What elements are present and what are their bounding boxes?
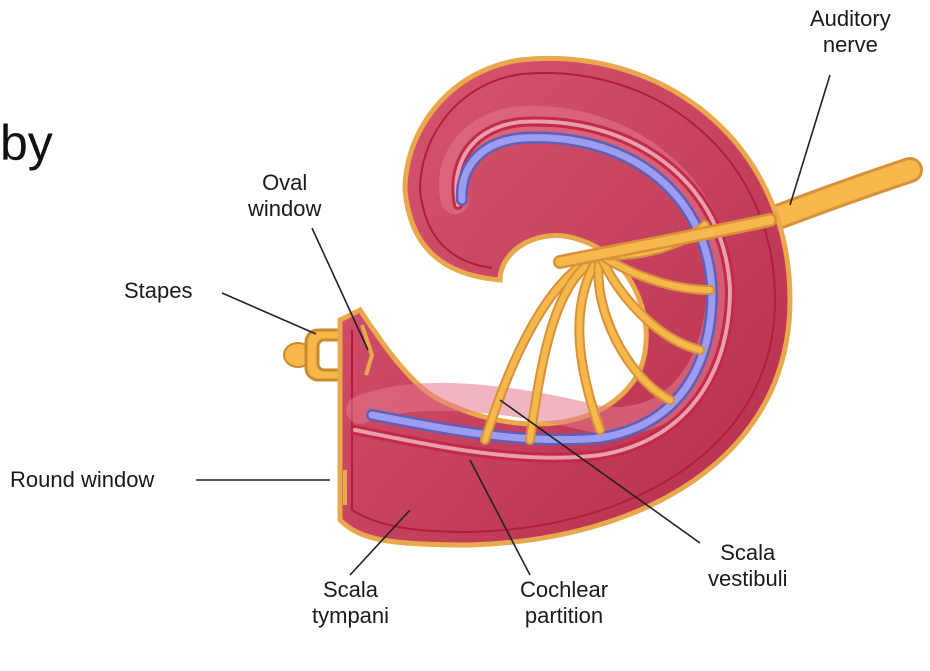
label-stapes: Stapes — [124, 278, 193, 304]
label-cochlear-partition: Cochlear partition — [520, 577, 608, 629]
label-scala-vestibuli: Scala vestibuli — [708, 540, 787, 592]
label-scala-tympani: Scala tympani — [312, 577, 389, 629]
cropped-heading-fragment: by — [0, 115, 53, 171]
label-auditory-nerve: Auditory nerve — [810, 6, 891, 58]
label-oval-window: Oval window — [248, 170, 321, 222]
label-round-window: Round window — [10, 467, 154, 493]
